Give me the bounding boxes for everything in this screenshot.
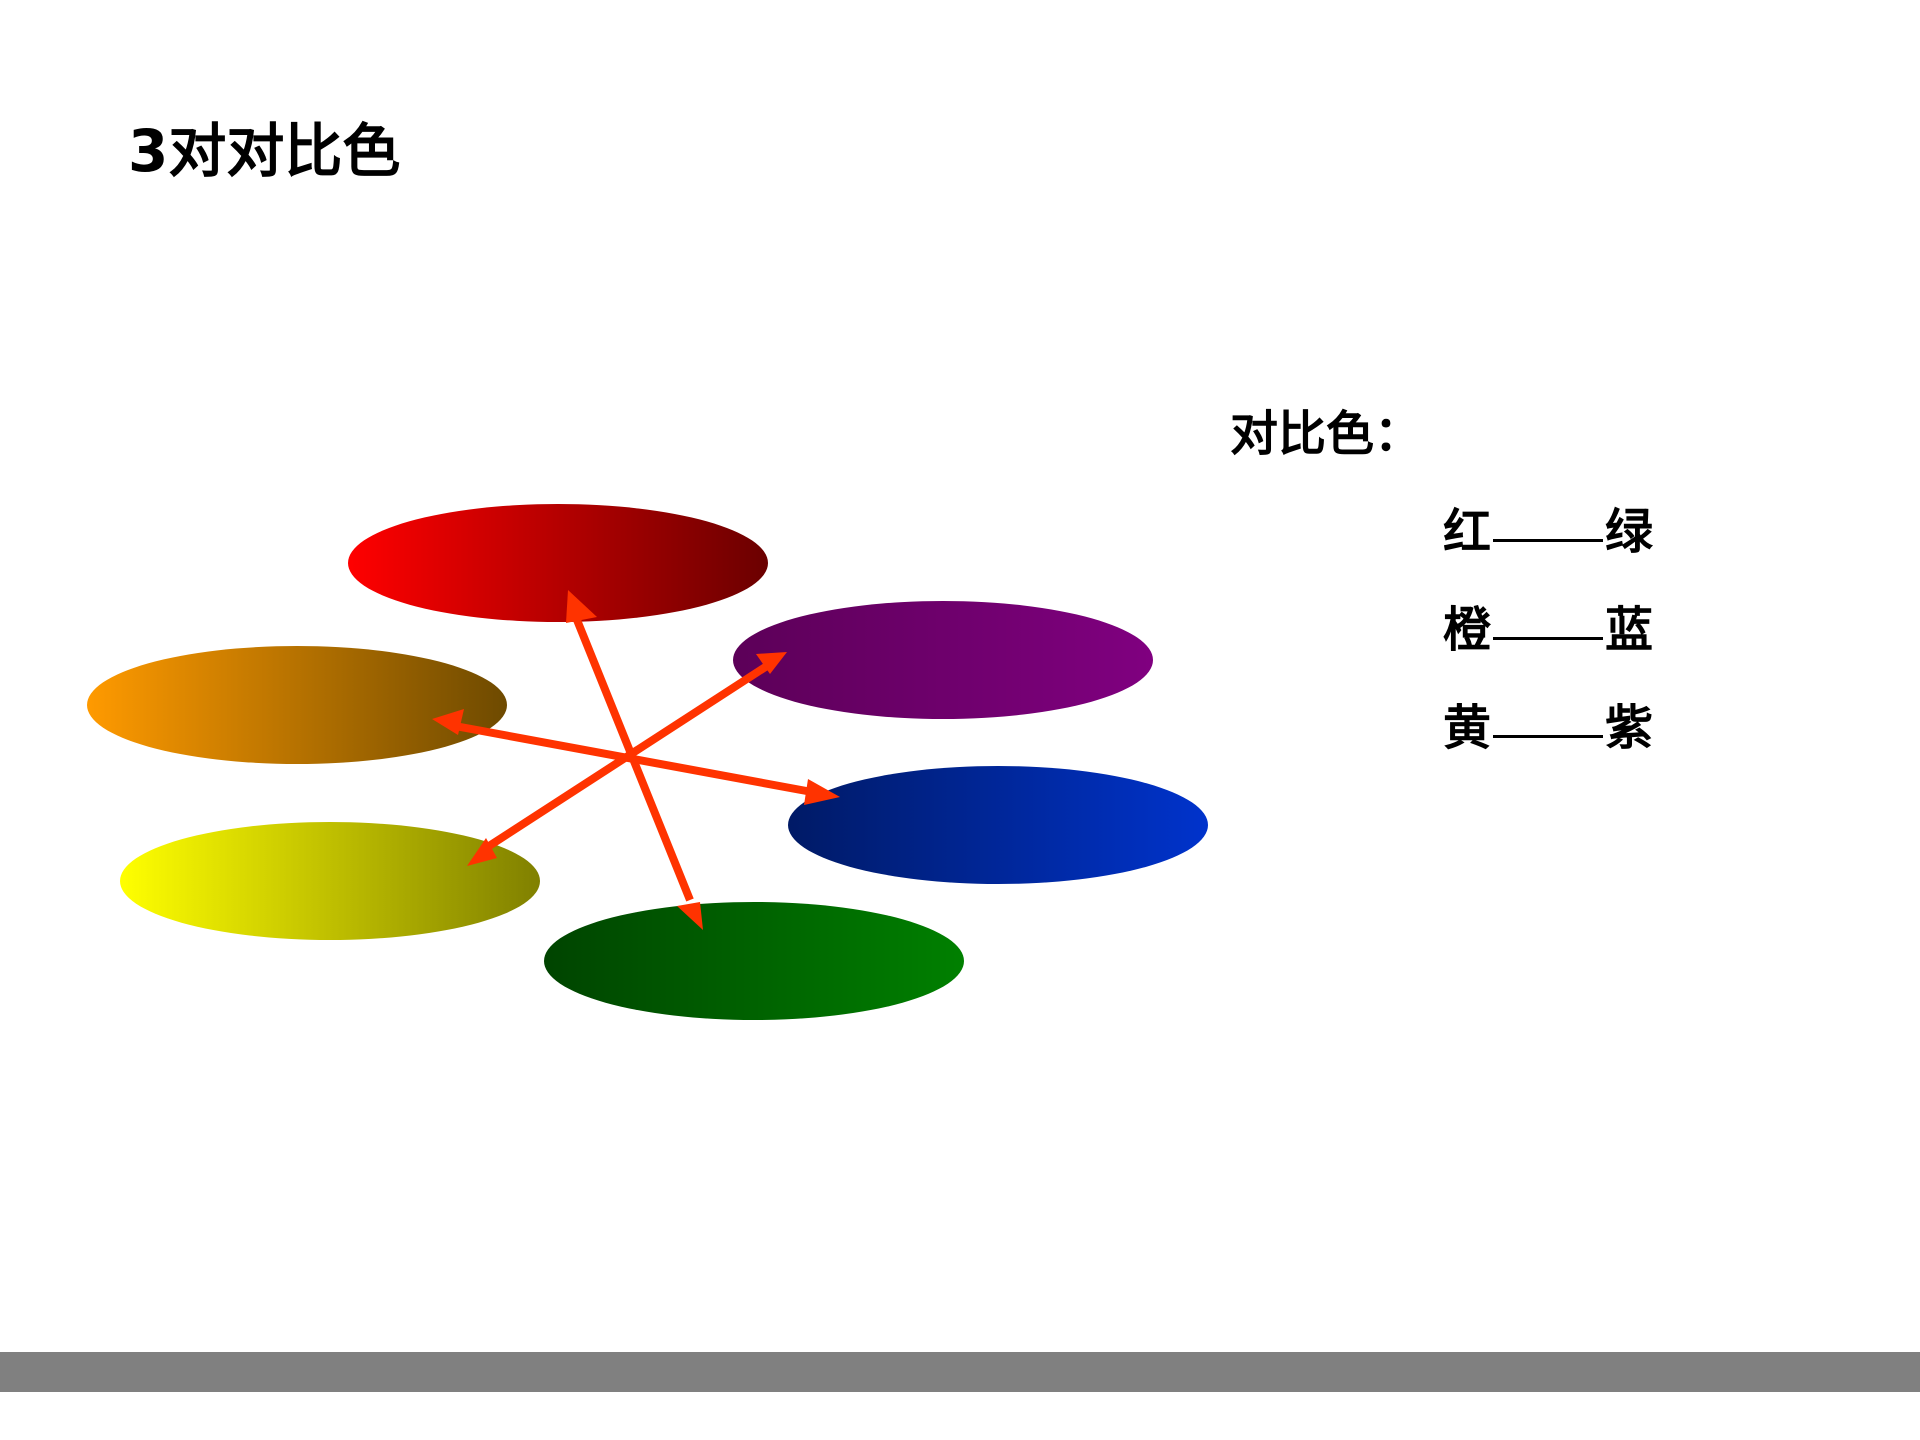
yellow-ellipse bbox=[120, 822, 540, 940]
pair-left-color: 红 bbox=[1443, 504, 1492, 560]
color-pair-yellow-purple: 黄紫 bbox=[1443, 704, 1653, 752]
green-ellipse bbox=[544, 902, 964, 1020]
pair-dash bbox=[1493, 637, 1604, 640]
arrowhead-purple bbox=[756, 652, 787, 674]
pair-right-color: 绿 bbox=[1605, 504, 1654, 560]
pair-dash bbox=[1493, 539, 1604, 542]
contrast-colors-heading: 对比色： bbox=[1230, 406, 1423, 462]
color-pair-orange-blue: 橙蓝 bbox=[1443, 606, 1653, 654]
arrow-yellow-purple bbox=[483, 660, 773, 852]
color-pair-red-green: 红绿 bbox=[1443, 508, 1653, 556]
arrowhead-red bbox=[566, 590, 597, 623]
red-ellipse bbox=[348, 504, 768, 622]
orange-ellipse bbox=[87, 646, 507, 764]
arrowhead-blue bbox=[804, 779, 840, 805]
pair-right-color: 紫 bbox=[1605, 700, 1654, 756]
arrow-orange-blue bbox=[454, 722, 813, 796]
footer-bar bbox=[0, 1352, 1920, 1392]
purple-ellipse bbox=[733, 601, 1153, 719]
arrowhead-green bbox=[677, 902, 703, 930]
pair-dash bbox=[1493, 735, 1604, 738]
pair-right-color: 蓝 bbox=[1605, 602, 1654, 658]
slide-title: 3对对比色 bbox=[128, 117, 401, 185]
blue-ellipse bbox=[788, 766, 1208, 884]
pair-left-color: 橙 bbox=[1443, 602, 1492, 658]
pair-left-color: 黄 bbox=[1443, 700, 1492, 756]
arrowhead-yellow bbox=[467, 838, 497, 866]
arrowhead-orange bbox=[432, 709, 464, 735]
